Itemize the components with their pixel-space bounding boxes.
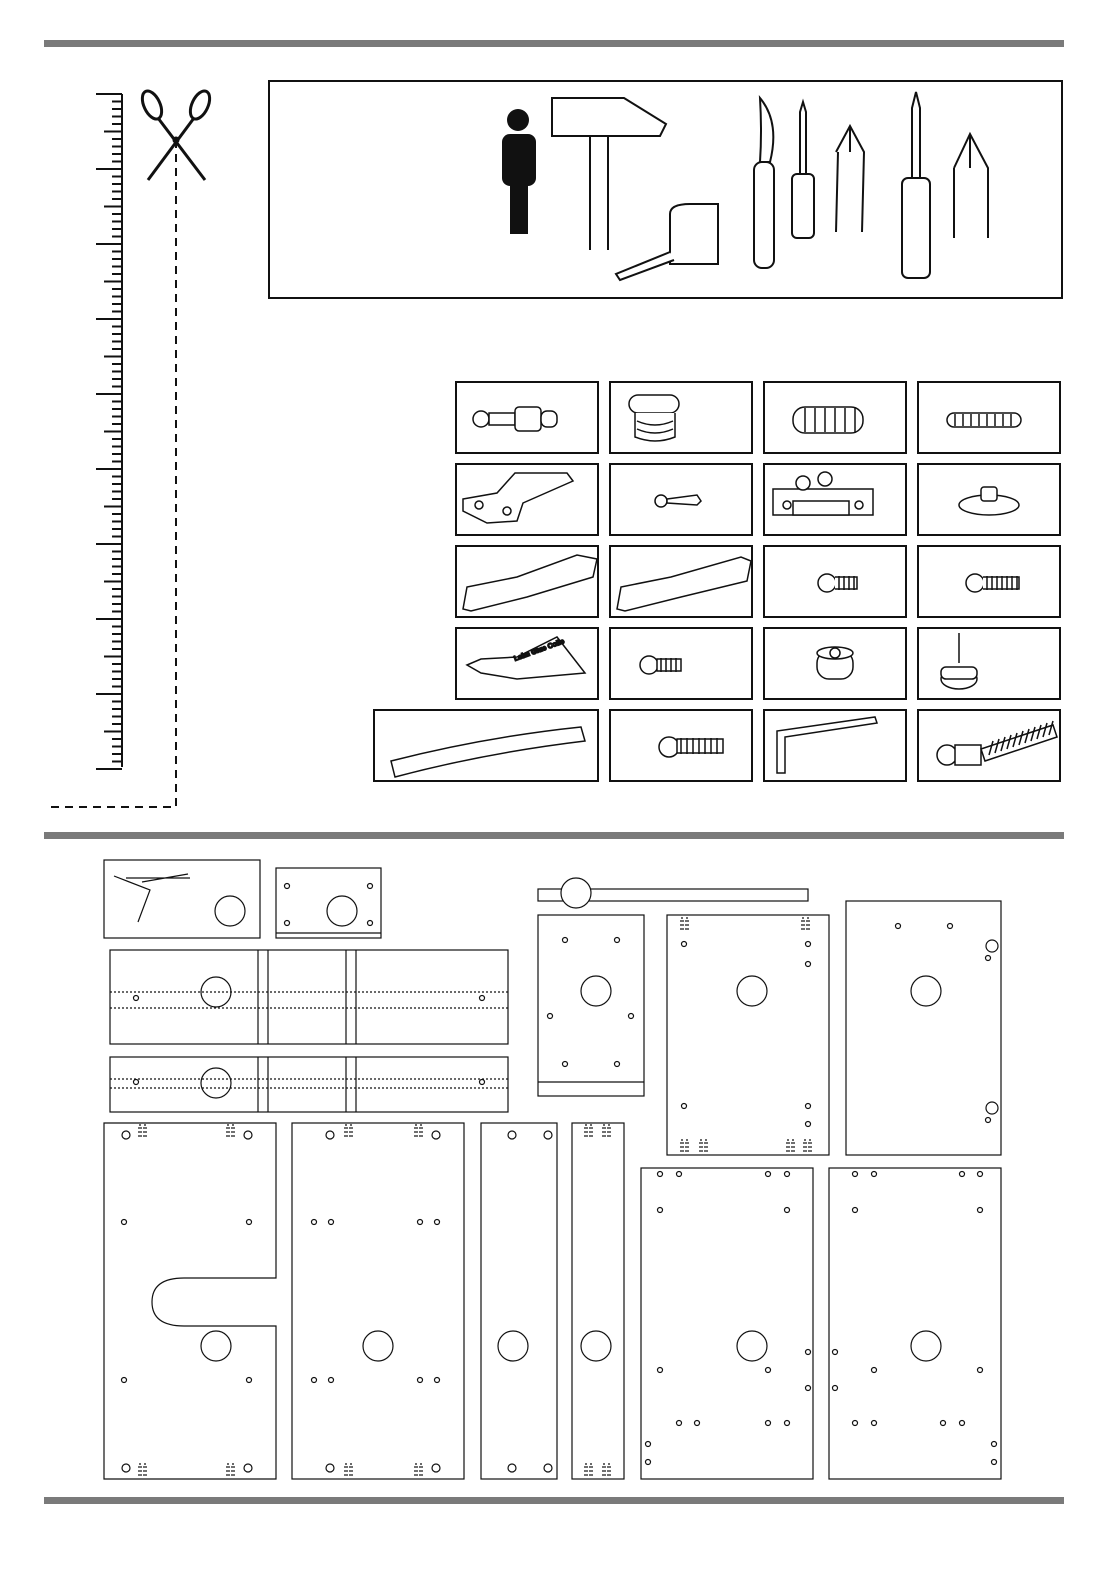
panel-c [110,1057,508,1112]
panel-b [110,950,508,1044]
panel-j [481,1123,557,1479]
panel-m [829,1168,1001,1479]
panel-k [572,1123,624,1479]
panel-g [846,901,1001,1155]
panel-i [292,1123,464,1479]
panel-a [276,868,381,938]
detail-view [104,860,260,938]
panel-l [641,1168,813,1479]
panel-d [538,878,808,908]
panel-h [104,1123,276,1479]
panel-e [538,915,644,1096]
panel-f [667,915,829,1155]
